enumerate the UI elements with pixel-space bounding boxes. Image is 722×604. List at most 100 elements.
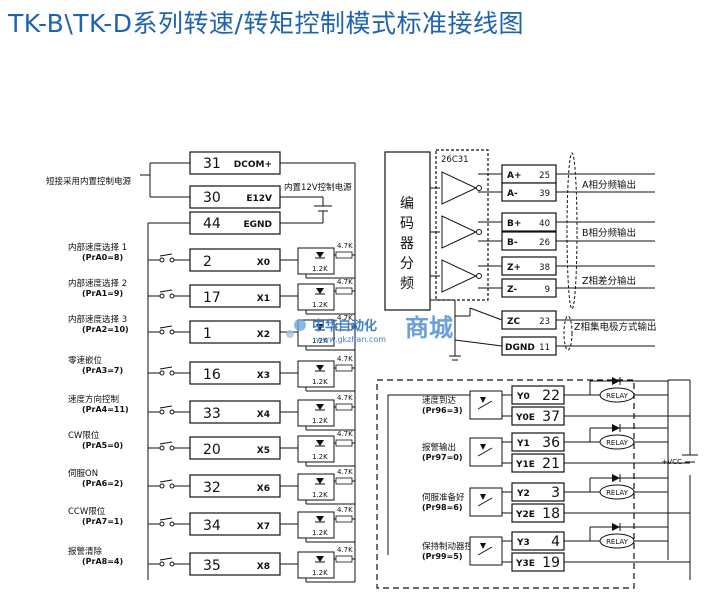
resistor-1k2: 1.2K	[312, 265, 328, 273]
encoder-pin-signal: A+	[507, 171, 522, 181]
resistor-4k7-label: 4.7K	[337, 546, 353, 554]
switch-blade	[159, 517, 173, 521]
switch-contact	[169, 409, 175, 415]
output-label: 伺服准备好	[422, 492, 465, 503]
short-note: 短接采用内置控制电源	[46, 176, 132, 187]
encoder-pin-number: 40	[539, 219, 550, 229]
optocoupler	[297, 473, 335, 501]
output-transistor	[477, 447, 493, 457]
led-diode	[316, 404, 324, 410]
input-label: 内部速度选择 3	[68, 314, 127, 325]
output-label: 报警输出	[422, 442, 456, 453]
output-terminal-neg	[511, 552, 565, 572]
vcc-label: +VCC	[662, 458, 683, 466]
input-param: (PrA1=9)	[82, 289, 123, 298]
encoder-pin-box	[501, 231, 557, 251]
relay-label: RELAY	[606, 489, 629, 497]
switch-blade	[159, 405, 173, 409]
encoder-output-label: B相分频输出	[582, 227, 636, 239]
dgnd-signal: DGND	[505, 343, 535, 353]
input-terminal-number: 2	[203, 254, 212, 270]
encoder-pin-number: 9	[545, 285, 550, 295]
encoder-pin-box	[501, 278, 557, 298]
switch-blade	[159, 289, 173, 293]
led-diode	[316, 516, 324, 522]
output-terminal-pos	[511, 385, 565, 405]
input-terminal-box	[189, 474, 281, 498]
resistor-4k7	[335, 323, 353, 331]
output-param: (Pr99=5)	[422, 552, 463, 561]
dgnd-box	[501, 336, 557, 356]
terminal-box	[189, 151, 281, 175]
input-terminal-signal: X2	[257, 330, 270, 340]
output-transistor	[477, 497, 493, 507]
led-diode	[316, 556, 324, 562]
encoder-pin-number: 25	[539, 171, 550, 181]
wire	[454, 339, 503, 347]
resistor-1k2: 1.2K	[312, 529, 328, 537]
internal-power-note: 内置12V控制电源	[284, 182, 352, 193]
resistor-4k7	[335, 287, 353, 295]
watermark-shop: 商城	[405, 314, 453, 342]
input-terminal-number: 1	[203, 326, 212, 342]
output-terminal-number: 3	[551, 485, 560, 501]
output-terminal-number: 36	[542, 435, 560, 451]
switch-contact	[159, 521, 165, 527]
led-diode	[316, 288, 324, 294]
optocoupler	[297, 511, 335, 539]
switch-contact	[159, 329, 165, 335]
resistor-4k7-label: 4.7K	[337, 394, 353, 402]
resistor-1k2: 1.2K	[312, 337, 328, 345]
input-param: (PrA4=11)	[82, 405, 129, 414]
encoder-output-label: Z相差分输出	[582, 275, 636, 287]
output-label: 速度到达	[422, 395, 457, 406]
inverter-bubble	[476, 273, 482, 279]
dgnd-number: 11	[539, 343, 550, 353]
switch-contact	[169, 257, 175, 263]
switch-blade	[159, 479, 173, 483]
relay-coil	[599, 484, 635, 500]
input-label: 内部速度选择 2	[68, 278, 127, 289]
output-dashed-box	[376, 379, 635, 589]
output-led	[480, 543, 486, 549]
page-title: TK-B\TK-D系列转速/转矩控制模式标准接线图	[8, 9, 524, 38]
optocoupler	[297, 360, 335, 388]
encoder-box	[384, 151, 431, 311]
encoder-label-char: 编	[400, 196, 414, 212]
twisted-pair	[566, 152, 578, 310]
flyback-diode	[612, 474, 620, 482]
watermark-logo	[294, 319, 306, 331]
switch-contact	[159, 370, 165, 376]
input-terminal-signal: X8	[257, 562, 270, 572]
terminal-number: 30	[203, 190, 221, 206]
encoder-pin-signal: B+	[507, 219, 521, 229]
inverter-bubble	[476, 229, 482, 235]
input-terminal-box	[189, 552, 281, 576]
resistor-4k7-label: 4.7K	[337, 468, 353, 476]
driver-chip-label: 26C31	[441, 155, 469, 165]
resistor-4k7-label: 4.7K	[337, 506, 353, 514]
input-terminal-number: 32	[203, 480, 221, 496]
input-label: 伺服ON	[68, 468, 98, 479]
output-terminal-signal: Y1E	[515, 460, 535, 470]
terminal-signal: EGND	[243, 220, 272, 230]
switch-contact	[169, 561, 175, 567]
resistor-1k2: 1.2K	[312, 569, 328, 577]
optocoupler	[297, 283, 335, 311]
input-param: (PrA8=4)	[82, 557, 123, 566]
resistor-1k2: 1.2K	[312, 378, 328, 386]
input-label: CW限位	[68, 430, 100, 441]
encoder-section: 编码器分频26C31A+25A-39B+40B-26Z+38Z-9A相分频输出B…	[384, 149, 657, 356]
switch-blade	[159, 366, 173, 370]
input-param: (PrA2=10)	[82, 325, 129, 334]
switch-contact	[159, 561, 165, 567]
twisted-pair	[563, 315, 573, 351]
zc-box	[501, 310, 557, 330]
output-label: 保持制动器控制输出	[422, 541, 499, 552]
output-terminal-number: 19	[542, 555, 560, 571]
switch-contact	[159, 445, 165, 451]
zc-signal: ZC	[507, 317, 521, 327]
